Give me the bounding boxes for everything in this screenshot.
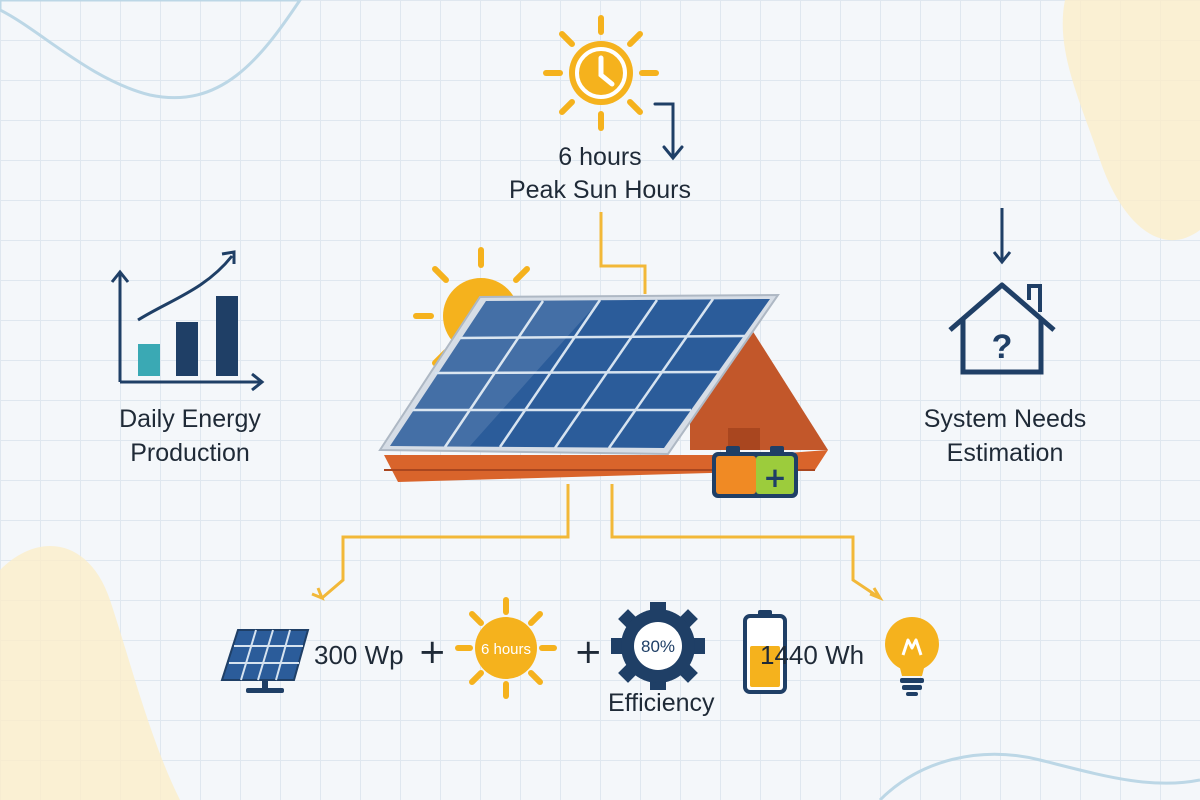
daily-energy-line2: Production [130,439,250,467]
plus-operator-2: + [574,632,603,672]
down-arrow-icon-sun [653,102,684,161]
peak-sun-hours-caption: Peak Sun Hours [508,176,692,204]
sun-hours-badge-text: 6 hours [481,641,531,658]
sun-hours-badge-icon: 6 hours [455,597,557,699]
system-needs-line1: System Needs [923,405,1087,433]
efficiency-label: Efficiency [608,689,715,717]
battery-icon-house: + [712,446,798,498]
bg-blob-bottom-right [878,752,1200,800]
energy-result-value: 1440 Wh [760,640,865,670]
chimney [728,428,760,450]
bg-blob-top-right [1062,0,1200,241]
house-question-icon: ? [948,208,1056,375]
battery-plus-mark: + [763,461,786,494]
lightbulb-icon [885,617,939,696]
bg-blob-top-left [0,0,302,100]
daily-energy-line1: Daily Energy [119,405,261,433]
plus-operator-1: + [418,632,447,672]
panel-glare [390,300,600,446]
arrowhead-left [311,587,325,601]
connector-lines [321,212,881,600]
system-needs-line2: Estimation [946,439,1064,467]
house-question-mark: ? [992,328,1013,366]
solar-panel-icon [220,629,310,693]
panel-power-value: 300 Wp [314,640,404,670]
gear-efficiency-icon: 80% [611,602,705,690]
peak-sun-hours-value: 6 hours [558,143,642,171]
arrowhead-right [869,587,884,602]
system-needs-label: System Needs Estimation [905,402,1105,470]
sun-clock-icon [543,15,659,131]
daily-energy-label: Daily Energy Production [90,402,290,470]
efficiency-value: 80% [641,637,675,656]
battery-level-icon [743,610,787,694]
solar-panel-grid [412,298,746,449]
solar-house-illustration: + [378,247,828,498]
bar-chart-icon [110,250,265,392]
bg-blob-bottom-left [0,546,180,800]
